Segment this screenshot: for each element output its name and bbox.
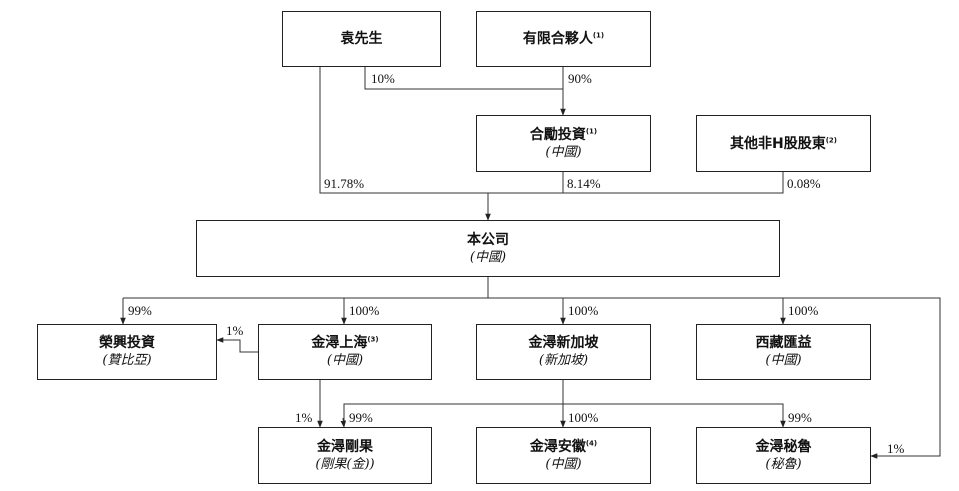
jinxun-anhui-box: 金潯安徽(4) (中國) <box>476 427 651 484</box>
pct-shanghai-to-rongxing: 1% <box>226 323 244 338</box>
other-holders-note: (2) <box>825 135 837 144</box>
tibet-huiyi-box: 西藏匯益 (中國) <box>696 324 871 380</box>
pct-singapore-to-congo: 99% <box>349 410 373 425</box>
jinxun-singapore-box: 金潯新加坡 (新加坡) <box>476 324 651 380</box>
company-box: 本公司 (中國) <box>196 220 780 277</box>
pct-company-to-rongxing: 99% <box>128 303 152 318</box>
jinxun-peru-jurisdiction: (秘魯) <box>765 456 802 472</box>
line-helihui-to-company <box>488 171 564 194</box>
jinxun-congo-jurisdiction: (剛果(金)) <box>315 456 375 472</box>
pct-partnership-to-helihui: 90% <box>568 71 592 86</box>
rongxing-box: 榮興投資 (贊比亞) <box>37 324 217 380</box>
company-jurisdiction: (中國) <box>469 249 507 265</box>
line-yuan-to-company <box>319 66 488 194</box>
jinxun-anhui-name: 金潯安徽(4) <box>529 438 598 455</box>
jinxun-shanghai-jurisdiction: (中國) <box>326 353 364 368</box>
rongxing-name: 榮興投資 <box>99 335 155 351</box>
pct-company-to-shanghai: 100% <box>349 303 380 318</box>
pct-other-to-company: 0.08% <box>787 176 821 191</box>
jinxun-singapore-name: 金潯新加坡 <box>528 335 599 351</box>
pct-yuan-to-company: 91.78% <box>324 176 365 191</box>
jinxun-anhui-jurisdiction: (中國) <box>545 456 582 472</box>
pct-yuan-to-helihui: 10% <box>371 71 395 86</box>
line-yuan-to-helihui <box>364 66 563 90</box>
pct-company-to-peru: 1% <box>887 441 905 456</box>
yuan-box: 袁先生 <box>282 11 441 67</box>
pct-singapore-to-anhui: 100% <box>568 410 599 425</box>
jinxun-peru-name: 金潯秘魯 <box>755 438 812 455</box>
line-other-to-company <box>563 171 784 194</box>
tibet-huiyi-jurisdiction: (中國) <box>765 353 802 368</box>
partnership-name: 有限合夥人(1) <box>522 31 605 47</box>
jinxun-shanghai-note: (3) <box>367 335 379 344</box>
jinxun-singapore-jurisdiction: (新加坡) <box>538 353 589 368</box>
pct-singapore-to-peru: 99% <box>788 410 812 425</box>
yuan-name: 袁先生 <box>340 31 383 47</box>
helihui-box: 合勵投資(1) (中國) <box>476 115 651 172</box>
jinxun-peru-box: 金潯秘魯 (秘魯) <box>696 427 871 484</box>
helihui-name: 合勵投資(1) <box>529 126 598 143</box>
partnership-note: (1) <box>592 31 605 40</box>
pct-company-to-singapore: 100% <box>568 303 599 318</box>
helihui-note: (1) <box>585 126 598 135</box>
pct-company-to-tibet: 100% <box>788 303 819 318</box>
jinxun-congo-box: 金潯剛果 (剛果(金)) <box>258 427 432 484</box>
company-name: 本公司 <box>467 231 509 248</box>
other-holders-name: 其他非H股股東(2) <box>730 135 837 152</box>
helihui-jurisdiction: (中國) <box>545 144 582 160</box>
tibet-huiyi-name: 西藏匯益 <box>755 335 812 351</box>
jinxun-congo-name: 金潯剛果 <box>317 438 373 455</box>
rongxing-jurisdiction: (贊比亞) <box>102 353 152 368</box>
pct-shanghai-to-congo: 1% <box>295 410 313 425</box>
other-holders-box: 其他非H股股東(2) <box>696 115 871 172</box>
jinxun-anhui-note: (4) <box>585 438 598 447</box>
partnership-box: 有限合夥人(1) <box>476 11 651 67</box>
jinxun-shanghai-name: 金潯上海(3) <box>311 335 379 351</box>
pct-helihui-to-company: 8.14% <box>567 176 601 191</box>
jinxun-shanghai-box: 金潯上海(3) (中國) <box>258 324 432 380</box>
line-company-bus <box>123 276 489 299</box>
